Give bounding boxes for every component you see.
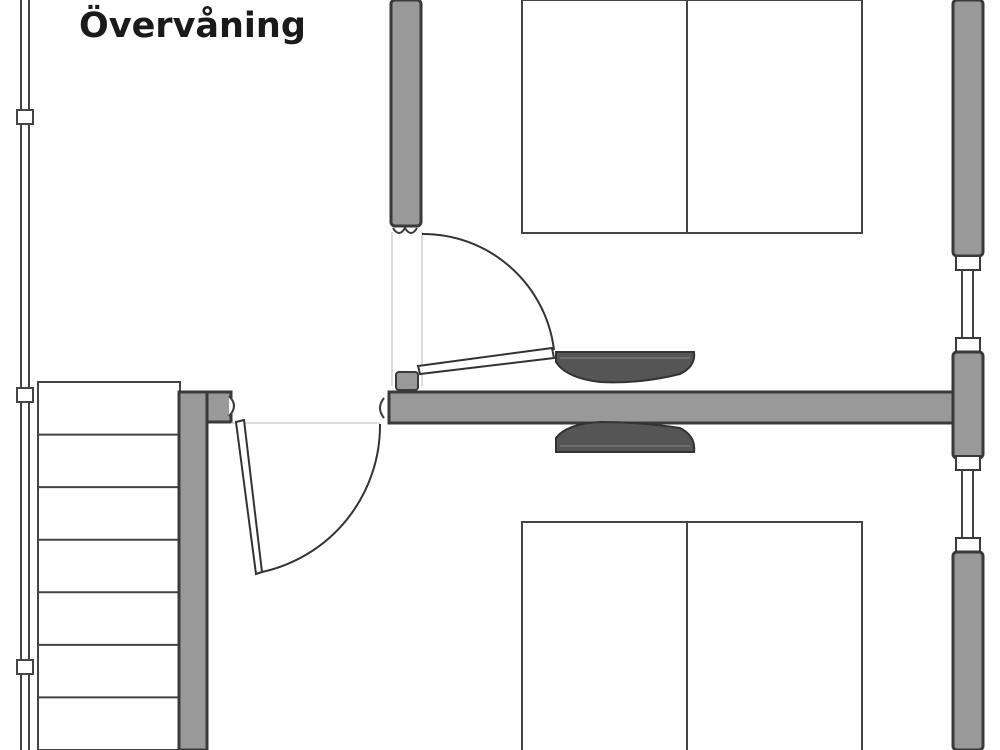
- right-exterior-wall: [951, 0, 985, 750]
- lower-bed: [521, 521, 863, 750]
- radiator-lower: [555, 420, 696, 453]
- floor-title: Övervåning: [79, 6, 306, 46]
- middle-interior-wall: [379, 371, 957, 425]
- upper-bedroom-door: [391, 232, 556, 386]
- outer-left-wall: [16, 0, 34, 750]
- upper-bed: [521, 0, 863, 234]
- staircase: [37, 381, 181, 750]
- upper-interior-wall: [389, 0, 423, 234]
- lower-bedroom-door: [231, 418, 382, 576]
- radiator-upper: [555, 351, 696, 384]
- stair-wall: [177, 390, 235, 750]
